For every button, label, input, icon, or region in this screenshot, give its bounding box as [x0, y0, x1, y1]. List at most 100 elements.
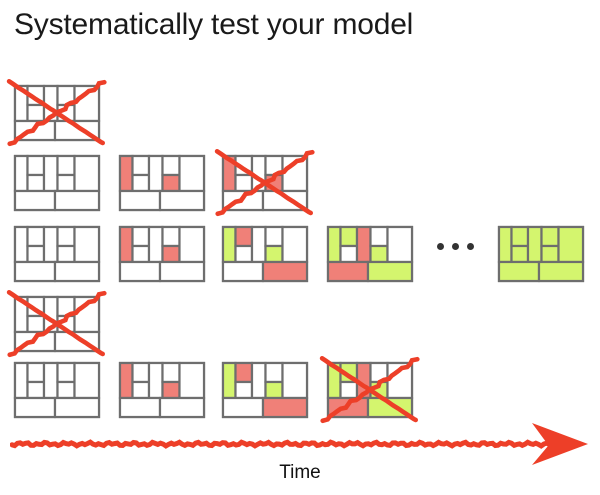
cross-out-icon	[214, 148, 315, 217]
model-tile[interactable]	[13, 361, 101, 419]
model-tile[interactable]	[6, 289, 107, 358]
model-tile[interactable]	[13, 154, 101, 212]
grid-cell-c4b-green	[264, 244, 284, 264]
ellipsis-dot	[437, 243, 444, 250]
grid-cell-c2b-white	[131, 244, 151, 264]
grid-cell-c2a-white	[131, 154, 151, 177]
grid-cell-c3-white	[250, 225, 267, 264]
grid-cell-c2a-white	[26, 154, 46, 177]
grid-cell-b2-red	[261, 260, 309, 283]
floorplan-grid-icon	[118, 361, 206, 419]
grid-cell-c1-white	[13, 361, 29, 400]
cross-stroke	[7, 79, 107, 147]
grid-cell-c1-red	[118, 154, 134, 193]
floorplan-grid-icon	[13, 225, 101, 283]
grid-cell-c1-green	[497, 225, 513, 264]
grid-cell-c4a-white	[56, 225, 76, 248]
grid-cell-b2-white	[158, 189, 206, 212]
grid-cell-c3-white	[42, 361, 59, 400]
grid-cell-c4a-white	[161, 225, 181, 248]
floorplan-grid-icon	[221, 225, 309, 283]
grid-cell-c5-white	[178, 154, 206, 193]
grid-cell-b1-white	[13, 396, 57, 419]
model-tile[interactable]	[221, 225, 309, 283]
grid-cell-b2-white	[53, 260, 101, 283]
grid-cell-c4a-white	[264, 361, 284, 384]
ellipsis-dot	[452, 243, 459, 250]
model-tile[interactable]	[6, 78, 107, 147]
cross-stroke	[7, 290, 107, 358]
model-tile[interactable]	[13, 225, 101, 283]
model-tile[interactable]	[319, 355, 420, 424]
grid-cell-b2-white	[158, 396, 206, 419]
grid-cell-c2a-green	[510, 225, 530, 248]
ellipsis-continuation	[437, 243, 474, 250]
time-axis-label: Time	[279, 462, 321, 483]
grid-cell-c2b-white	[339, 244, 359, 264]
cross-out-icon	[6, 78, 107, 147]
floorplan-grid-icon	[326, 225, 414, 283]
grid-cell-c3-white	[147, 225, 164, 264]
model-tile[interactable]	[497, 225, 585, 283]
floorplan-grid-icon	[6, 78, 107, 147]
grid-cell-c3-white	[250, 361, 267, 400]
grid-cell-c3-white	[42, 225, 59, 264]
grid-cell-c5-white	[73, 361, 101, 400]
grid-cell-b1-red	[326, 260, 370, 283]
grid-cell-c3-red	[355, 225, 372, 264]
floorplan-grid-icon	[118, 154, 206, 212]
grid-cell-c2a-red	[234, 361, 254, 384]
page-title: Systematically test your model	[14, 8, 414, 41]
grid-cell-c5-white	[386, 225, 414, 264]
cross-stroke	[320, 356, 420, 424]
floorplan-grid-icon	[6, 289, 107, 358]
grid-cell-c4b-green	[540, 244, 560, 264]
grid-cell-b2-white	[53, 189, 101, 212]
model-tile[interactable]	[221, 361, 309, 419]
model-tile[interactable]	[214, 148, 315, 217]
arrow-shaft	[10, 439, 555, 449]
grid-cell-b2-white	[53, 396, 101, 419]
model-tile[interactable]	[118, 225, 206, 283]
grid-cell-c2a-white	[131, 225, 151, 248]
grid-cell-c4b-green	[369, 244, 389, 264]
time-arrow-icon	[10, 423, 588, 465]
grid-cell-c2b-white	[26, 173, 46, 193]
cross-out-icon	[319, 355, 420, 424]
grid-cell-c5-green	[557, 225, 585, 264]
grid-cell-c4a-green	[540, 225, 560, 248]
grid-cell-c4b-white	[56, 173, 76, 193]
grid-cell-b2-green	[366, 260, 414, 283]
grid-cell-b1-white	[13, 260, 57, 283]
cross-stroke	[215, 149, 315, 217]
arrow-head	[532, 423, 588, 465]
grid-cell-b1-white	[118, 189, 162, 212]
grid-cell-c4b-red	[161, 244, 181, 264]
floorplan-grid-icon	[319, 355, 420, 424]
floorplan-grid-icon	[221, 361, 309, 419]
grid-cell-c4b-red	[161, 380, 181, 400]
floorplan-grid-icon	[118, 225, 206, 283]
grid-cell-c5-white	[178, 361, 206, 400]
grid-cell-b1-white	[118, 260, 162, 283]
grid-cell-c4b-red	[161, 173, 181, 193]
grid-cell-c4a-white	[56, 361, 76, 384]
grid-cell-c4b-white	[56, 244, 76, 264]
grid-cell-b2-green	[537, 260, 585, 283]
model-tile[interactable]	[118, 361, 206, 419]
grid-cell-c2a-white	[26, 361, 46, 384]
grid-cell-c2b-green	[510, 244, 530, 264]
grid-cell-c2b-white	[26, 244, 46, 264]
grid-cell-b1-white	[221, 260, 265, 283]
floorplan-grid-icon	[13, 361, 101, 419]
grid-cell-c2a-green	[339, 225, 359, 248]
grid-cell-b1-white	[118, 396, 162, 419]
grid-cell-c1-white	[13, 225, 29, 264]
grid-cell-c3-white	[147, 361, 164, 400]
grid-cell-c2b-white	[234, 244, 254, 264]
grid-cell-c2b-white	[234, 380, 254, 400]
grid-cell-c4a-white	[56, 154, 76, 177]
model-tile[interactable]	[118, 154, 206, 212]
model-tile[interactable]	[326, 225, 414, 283]
